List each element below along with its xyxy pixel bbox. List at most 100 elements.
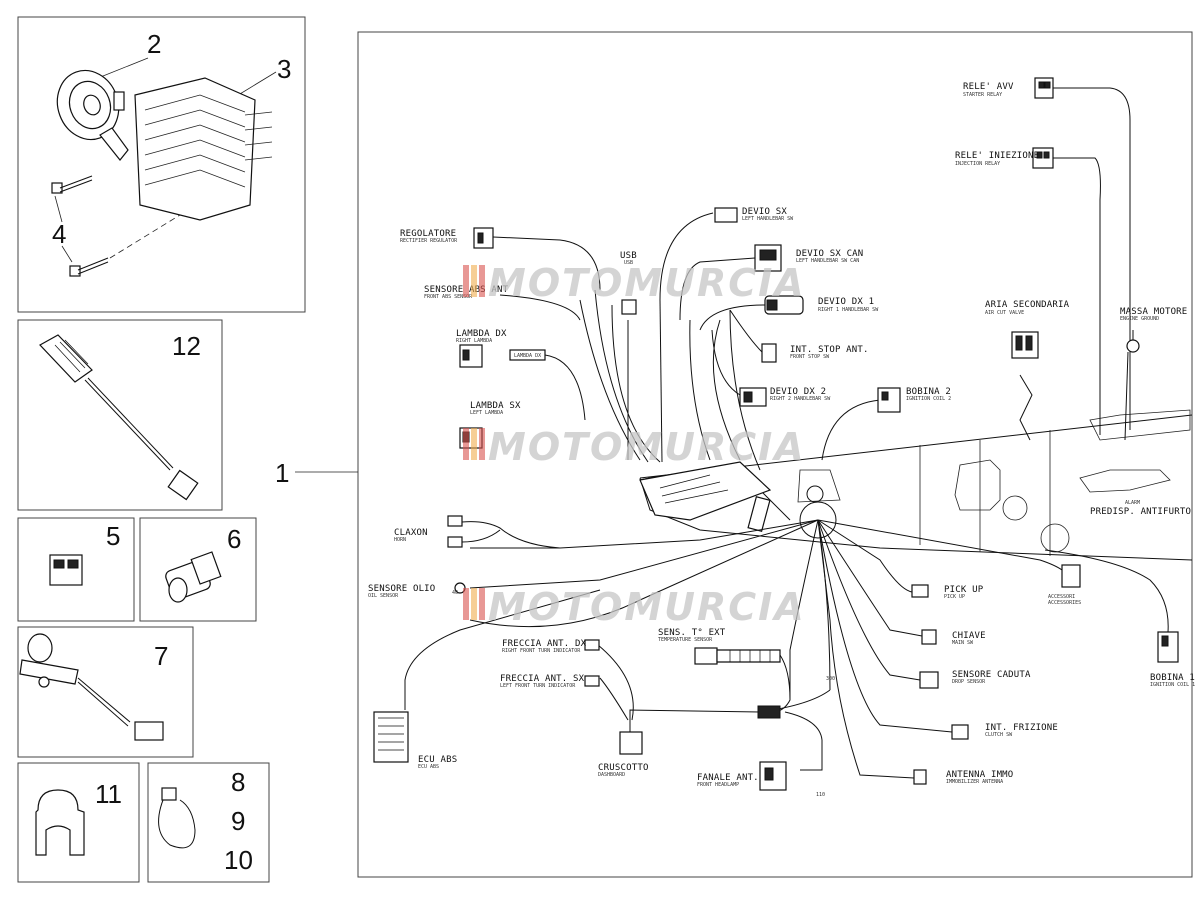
label-sensore-abs-en: FRONT ABS SENSOR <box>424 294 473 300</box>
callout-2: 2 <box>147 29 161 59</box>
label-devio-dx1: DEVIO DX 1 <box>818 297 874 307</box>
connector-devio-dx1 <box>764 295 804 315</box>
label-bobina1: BOBINA 1 <box>1150 673 1195 683</box>
connector-claxon <box>447 515 463 548</box>
label-devio-sx: DEVIO SX <box>742 207 787 217</box>
callout-10: 10 <box>224 845 253 875</box>
label-freccia-dx: FRECCIA ANT. DX <box>502 639 587 649</box>
label-predisp-antifurto: PREDISP. ANTIFURTO <box>1090 507 1191 517</box>
label-freccia-dx-en: RIGHT FRONT TURN INDICATOR <box>502 648 581 654</box>
panel-lambda-sensor <box>17 319 223 511</box>
sensor-7-part <box>19 633 164 741</box>
callout-5: 5 <box>106 521 120 551</box>
connector-sens-temp <box>694 647 781 665</box>
panel-connector-6 <box>139 517 257 622</box>
connector-ecu-abs <box>373 711 409 763</box>
label-sensore-caduta: SENSORE CADUTA <box>952 670 1031 680</box>
label-devio-sx-can-en: LEFT HANDLEBAR SW CAN <box>796 258 859 264</box>
label-regolatore: REGOLATORE <box>400 229 456 239</box>
connector-devio-sx-can <box>754 244 782 272</box>
label-regolatore-en: RECTIFIER REGULATOR <box>400 238 458 244</box>
callout-1: 1 <box>275 458 289 488</box>
connector-cruscotto <box>619 731 643 755</box>
clip-11-part <box>35 789 85 856</box>
label-bobina2: BOBINA 2 <box>906 387 951 397</box>
label-cruscotto-en: DASHBOARD <box>598 772 625 778</box>
label-pick-up: PICK UP <box>944 585 984 595</box>
callout-4: 4 <box>52 219 66 249</box>
label-sens-temp: SENS. T° EXT <box>658 628 726 638</box>
lambda-sensor-part <box>39 334 199 501</box>
svg-text:MOTOMURCIA: MOTOMURCIA <box>488 261 806 305</box>
label-freccia-sx-en: LEFT FRONT TURN INDICATOR <box>500 683 576 689</box>
label-chiave-en: MAIN SW <box>952 640 974 646</box>
harness-hub <box>799 501 837 539</box>
label-claxon-en: HORN <box>394 537 406 543</box>
tag-lambda-dx: LAMBDA DX <box>514 353 541 359</box>
label-fanale-ant-en: FRONT HEADLAMP <box>697 782 739 788</box>
connector-devio-dx2 <box>739 387 767 407</box>
label-usb-en: USB <box>624 260 633 266</box>
connector-rele-iniezione <box>1032 147 1054 169</box>
connector-usb <box>621 299 637 315</box>
label-accessori-en: ACCESSORIES <box>1048 600 1081 606</box>
label-alarm: ALARM <box>1125 500 1140 506</box>
callout-12: 12 <box>172 331 201 361</box>
label-usb: USB <box>620 251 637 261</box>
label-bobina1-en: IGNITION COIL 1 <box>1150 682 1195 688</box>
label-freccia-sx: FRECCIA ANT. SX <box>500 674 585 684</box>
panel-clip-11 <box>17 762 140 883</box>
panel-cable-tie <box>147 762 270 883</box>
horn-part <box>56 69 129 161</box>
label-devio-dx1-en: RIGHT 1 HANDLEBAR SW <box>818 307 879 313</box>
label-lambda-dx: LAMBDA DX <box>456 329 507 339</box>
label-pick-up-en: PICK UP <box>944 594 965 600</box>
connector-freccia-sx <box>584 675 600 687</box>
connector-aria-secondaria <box>1011 331 1039 359</box>
connector-chiave <box>921 629 937 645</box>
label-antenna-imm-en: IMMOBILIZER ANTENNA <box>946 779 1003 785</box>
label-lambda-sx-en: LEFT LAMBDA <box>470 410 503 416</box>
regulator-part <box>134 77 273 221</box>
panel-horn-regulator <box>17 16 306 313</box>
label-antenna-imm: ANTENNA IMMO <box>946 770 1013 780</box>
connector-antenna-imm <box>913 769 927 785</box>
label-massa-motore: MASSA MOTORE <box>1120 307 1187 317</box>
cable-tie-part <box>158 787 196 849</box>
callout-8: 8 <box>231 767 245 797</box>
connector-rele-avv <box>1034 77 1054 99</box>
label-rele-iniezione: RELE' INIEZIONE <box>955 151 1039 161</box>
label-rele-avv-en: STARTER RELAY <box>963 92 1002 98</box>
connector-6-part <box>165 551 222 603</box>
connector-regolatore <box>473 227 494 249</box>
connector-bobina2 <box>877 387 901 413</box>
label-aria-secondaria-en: AIR CUT VALVE <box>985 310 1024 316</box>
dim-300: 300 <box>826 676 835 682</box>
svg-text:MOTOMURCIA: MOTOMURCIA <box>488 425 806 469</box>
label-int-frizione: INT. FRIZIONE <box>985 723 1058 733</box>
main-frame <box>357 31 1193 878</box>
connector-int-frizione <box>951 724 969 740</box>
callout-11: 11 <box>95 779 122 809</box>
label-bobina2-en: IGNITION COIL 2 <box>906 396 951 402</box>
label-sensore-olio: SENSORE OLIO <box>368 584 435 594</box>
connector-devio-sx <box>714 207 738 223</box>
callout-7: 7 <box>154 641 168 671</box>
connector-massa-motore <box>1126 339 1140 353</box>
label-devio-dx2: DEVIO DX 2 <box>770 387 826 397</box>
label-chiave: CHIAVE <box>952 631 986 641</box>
label-fanale-ant: FANALE ANT. <box>697 773 759 783</box>
label-rele-avv: RELE' AVV <box>963 82 1014 92</box>
dim-40: 40 <box>452 590 458 596</box>
dim-110: 110 <box>816 792 825 798</box>
label-int-stop: INT. STOP ANT. <box>790 345 869 355</box>
label-lambda-dx-en: RIGHT LAMBDA <box>456 338 492 344</box>
label-accessori: ACCESSORI <box>1048 594 1075 600</box>
panel-sensor-7 <box>17 626 194 758</box>
connector-freccia-dx <box>584 639 600 651</box>
label-cruscotto: CRUSCOTTO <box>598 763 649 773</box>
connector-lambda-dx <box>459 344 546 368</box>
label-int-frizione-en: CLUTCH SW <box>985 732 1013 738</box>
label-devio-sx-can: DEVIO SX CAN <box>796 249 863 259</box>
